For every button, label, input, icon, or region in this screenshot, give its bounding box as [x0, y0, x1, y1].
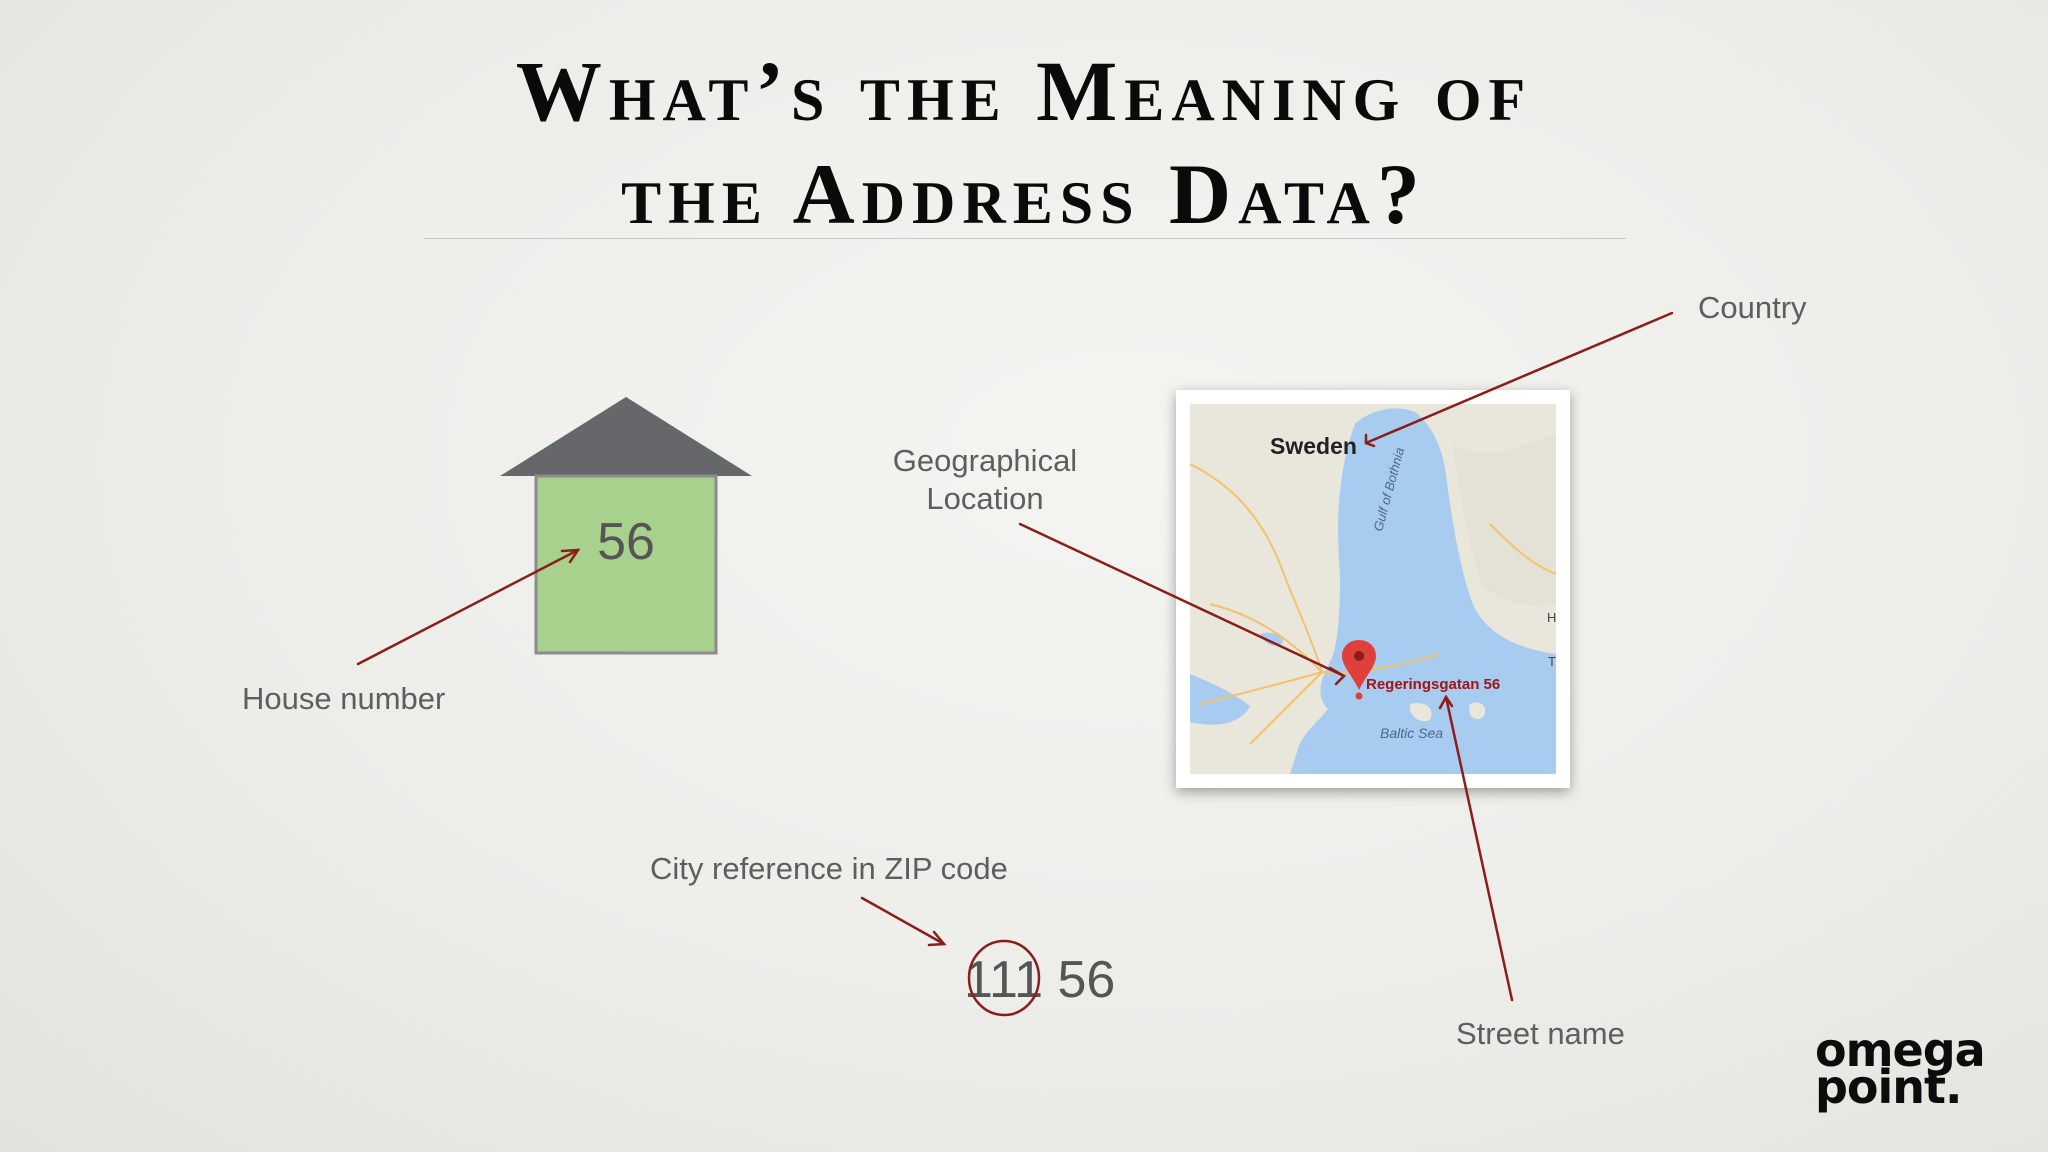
- geo-location-label: Geographical Location: [870, 442, 1100, 518]
- map-road-3: [1199, 671, 1323, 705]
- house-body: [534, 474, 718, 655]
- zip-arrowhead: [927, 930, 947, 947]
- zip-code-rest: 1 56: [1014, 951, 1116, 1009]
- house-number-value: 56: [597, 513, 655, 571]
- map-photo-card: Sweden Gulf of Bothnia Regeringsgatan 56…: [1176, 390, 1570, 788]
- zip-arrow: [860, 896, 946, 946]
- zip-city-digits-circle: [967, 939, 1041, 1017]
- map-edge-letter-1: H: [1547, 610, 1556, 625]
- zip-code: 111 56: [964, 950, 1115, 1010]
- map-island-1: [1409, 702, 1432, 722]
- slide-title: What’s the Meaning of the Address Data?: [0, 40, 2048, 246]
- house-number-label: House number: [242, 681, 446, 716]
- logo-line-1: omega: [1815, 1023, 1986, 1077]
- geo-location-line-1: Geographical: [892, 443, 1078, 478]
- house-number-arrowhead: [560, 548, 581, 564]
- title-divider: [424, 238, 1626, 239]
- house-number-arrow: [356, 548, 580, 666]
- location-dot: [1355, 692, 1363, 700]
- country-arrow: [1364, 311, 1674, 445]
- map-label-country: Sweden: [1270, 433, 1357, 459]
- geo-location-arrowhead: [1328, 666, 1347, 686]
- title-line-2: the Address Data?: [621, 146, 1427, 242]
- map-lake-small: [1260, 632, 1283, 646]
- map-edge-letter-2: T: [1548, 654, 1556, 669]
- geo-location-line-2: Location: [926, 481, 1044, 516]
- map-road-1: [1190, 463, 1323, 673]
- sweden-map: Sweden Gulf of Bothnia Regeringsgatan 56…: [1190, 404, 1556, 774]
- street-name-label: Street name: [1456, 1016, 1625, 1051]
- zip-caption-label: City reference in ZIP code: [650, 851, 1008, 886]
- location-pin: [1342, 640, 1376, 690]
- location-pin-center: [1354, 651, 1364, 661]
- map-road-5: [1489, 523, 1556, 575]
- map-label-sea: Baltic Sea: [1380, 725, 1443, 741]
- map-label-address: Regeringsgatan 56: [1366, 676, 1500, 693]
- street-name-arrowhead: [1438, 694, 1454, 710]
- country-arrowhead: [1364, 433, 1376, 448]
- omega-point-logo: omega point.: [1815, 1023, 1986, 1114]
- logo-line-2: point.: [1815, 1060, 1963, 1114]
- geo-location-arrow: [1018, 522, 1346, 678]
- map-road-4: [1249, 671, 1323, 745]
- street-name-arrow: [1444, 695, 1514, 1002]
- map-island-2: [1468, 702, 1486, 720]
- country-label: Country: [1698, 290, 1807, 325]
- house-roof: [500, 397, 752, 476]
- title-line-1: What’s the Meaning of: [515, 43, 1533, 139]
- map-finland: [1452, 434, 1556, 606]
